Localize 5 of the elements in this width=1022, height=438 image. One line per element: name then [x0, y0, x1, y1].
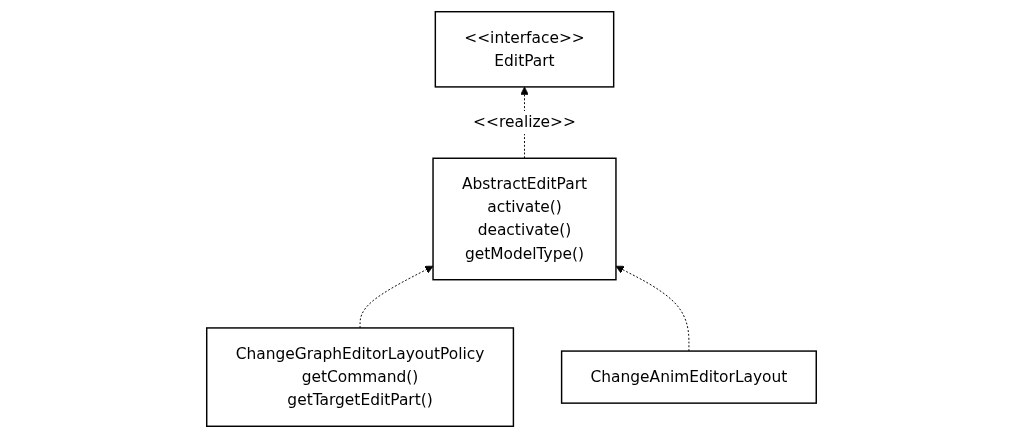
node-box: AbstractEditPart activate() deactivate() getModelType() — [431, 157, 617, 281]
node-box: <<interface>> EditPart — [434, 11, 614, 88]
node-box: ChangeAnimEditorLayout — [560, 350, 817, 404]
node-box: ChangeGraphEditorLayoutPolicy getCommand() getTargetEditPart() — [205, 327, 514, 427]
edge-label: <<realize>> — [472, 112, 576, 132]
